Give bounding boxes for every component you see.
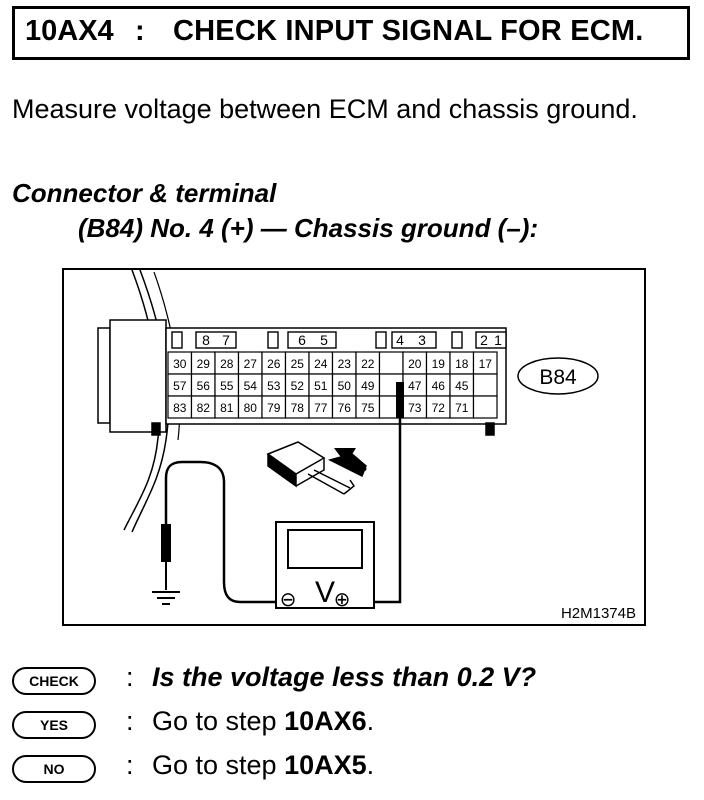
no-suffix: . bbox=[366, 750, 375, 780]
terminal-number: 75 bbox=[361, 401, 375, 415]
no-step-link[interactable]: 10AX5 bbox=[284, 750, 367, 780]
terminal-number: 82 bbox=[197, 401, 211, 415]
plug-icon bbox=[266, 441, 367, 495]
connector-detail: (B84) No. 4 (+) — Chassis ground (–): bbox=[78, 213, 539, 243]
terminal-number: 26 bbox=[267, 357, 281, 371]
terminal-number: 76 bbox=[338, 401, 352, 415]
terminal-3: 3 bbox=[418, 332, 426, 348]
check-row: CHECK : Is the voltage less than 0.2 V? bbox=[0, 662, 704, 702]
figure-code: H2M1374B bbox=[561, 605, 636, 622]
check-colon: : bbox=[126, 662, 134, 692]
terminal-number: 71 bbox=[455, 401, 469, 415]
terminal-number: 19 bbox=[432, 357, 446, 371]
terminal-1: 1 bbox=[494, 332, 502, 348]
connector-heading: Connector & terminal bbox=[12, 178, 277, 208]
terminal-number: 18 bbox=[455, 357, 469, 371]
terminal-number: 52 bbox=[291, 379, 305, 393]
terminal-8: 8 bbox=[202, 332, 210, 348]
no-action: Go to step 10AX5. bbox=[152, 750, 374, 781]
terminal-number: 83 bbox=[173, 401, 187, 415]
insert-arrowhead bbox=[334, 448, 356, 464]
terminal-number: 46 bbox=[432, 379, 446, 393]
terminal-number: 50 bbox=[338, 379, 352, 393]
terminal-number: 45 bbox=[455, 379, 469, 393]
step-id: 10AX4 bbox=[25, 15, 114, 47]
terminal-number: 81 bbox=[220, 401, 234, 415]
terminal-number: 23 bbox=[338, 357, 352, 371]
terminal-4: 4 bbox=[396, 332, 404, 348]
step-colon: : bbox=[135, 15, 145, 47]
no-prefix: Go to step bbox=[152, 750, 285, 780]
terminal-number: 17 bbox=[479, 357, 493, 371]
no-badge: NO bbox=[12, 755, 96, 783]
ground-clip bbox=[161, 524, 171, 562]
terminal-number: 20 bbox=[408, 357, 422, 371]
terminal-number: 51 bbox=[314, 379, 328, 393]
top-terminal-boxes bbox=[171, 331, 507, 349]
terminal-6: 6 bbox=[298, 332, 306, 348]
check-question: Is the voltage less than 0.2 V? bbox=[152, 662, 537, 692]
terminal-number: 47 bbox=[408, 379, 422, 393]
terminal-number: 72 bbox=[432, 401, 446, 415]
terminal-5: 5 bbox=[320, 332, 328, 348]
yes-row: YES : Go to step 10AX6. bbox=[0, 706, 704, 746]
terminal-grid: 30 29 28 27 26 25 24 23 22 20 19 18 17 57 56 55 54 53 52 51… bbox=[167, 351, 498, 419]
check-badge: CHECK bbox=[12, 667, 96, 695]
terminal-number: 53 bbox=[267, 379, 281, 393]
terminal-number: 24 bbox=[314, 357, 328, 371]
terminal-number: 56 bbox=[197, 379, 211, 393]
step-title: CHECK INPUT SIGNAL FOR ECM. bbox=[173, 15, 644, 47]
terminal-number: 77 bbox=[314, 401, 328, 415]
yes-badge: YES bbox=[12, 711, 96, 739]
terminal-number: 73 bbox=[408, 401, 422, 415]
terminal-number: 54 bbox=[244, 379, 258, 393]
plus-terminal: ⊕ bbox=[334, 587, 351, 611]
terminal-number: 78 bbox=[291, 401, 305, 415]
top-terminal-labels: 8 7 6 5 4 3 2 1 bbox=[202, 332, 502, 348]
terminal-number: 49 bbox=[361, 379, 375, 393]
yes-action: Go to step 10AX6. bbox=[152, 706, 374, 737]
terminal-number: 79 bbox=[267, 401, 281, 415]
terminal-cell bbox=[378, 351, 404, 375]
voltmeter bbox=[275, 521, 375, 609]
figure-frame bbox=[62, 268, 646, 626]
step-header-box: 10AX4 : CHECK INPUT SIGNAL FOR ECM. bbox=[12, 6, 690, 60]
terminal-number: 27 bbox=[244, 357, 258, 371]
yes-colon: : bbox=[126, 706, 134, 736]
terminal-number: 28 bbox=[220, 357, 234, 371]
instruction-text: Measure voltage between ECM and chassis … bbox=[12, 94, 638, 124]
yes-step-link[interactable]: 10AX6 bbox=[284, 706, 367, 736]
terminal-number: 57 bbox=[173, 379, 187, 393]
terminal-2: 2 bbox=[480, 332, 488, 348]
terminal-cell bbox=[472, 395, 498, 419]
harness-curve-2 bbox=[131, 269, 170, 533]
terminal-number: 30 bbox=[173, 357, 187, 371]
terminal-cell bbox=[472, 373, 498, 397]
yes-prefix: Go to step bbox=[152, 706, 285, 736]
terminal-number: 80 bbox=[244, 401, 258, 415]
terminal-7: 7 bbox=[222, 332, 230, 348]
terminal-number: 29 bbox=[197, 357, 211, 371]
voltmeter-symbol: V bbox=[315, 576, 335, 609]
no-colon: : bbox=[126, 750, 134, 780]
terminal-number: 55 bbox=[220, 379, 234, 393]
yes-suffix: . bbox=[366, 706, 375, 736]
terminal-number: 22 bbox=[361, 357, 375, 371]
terminal-number: 25 bbox=[291, 357, 305, 371]
no-row: NO : Go to step 10AX5. bbox=[0, 750, 704, 790]
connector-label: B84 bbox=[539, 366, 577, 389]
negative-lead bbox=[164, 460, 296, 604]
ground-icon bbox=[152, 591, 180, 605]
connector-label-oval bbox=[517, 357, 599, 395]
minus-terminal: ⊖ bbox=[280, 587, 297, 611]
probe-tip bbox=[396, 382, 404, 418]
